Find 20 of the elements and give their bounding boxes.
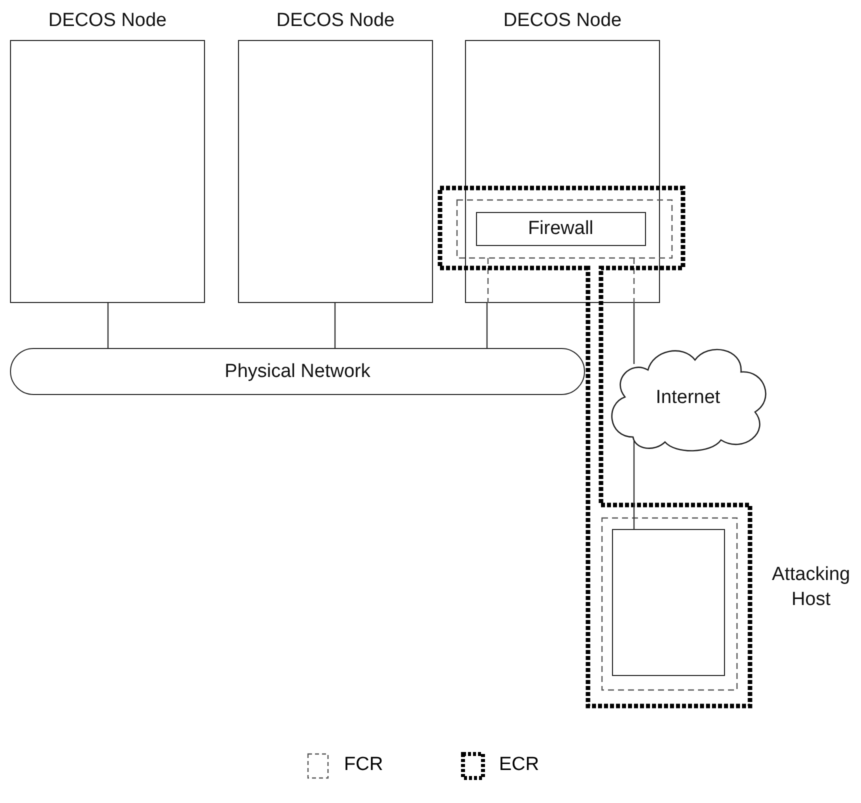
node-box [238,40,433,303]
connector-line [633,441,635,529]
legend-label: ECR [499,754,540,776]
node-label: Internet [656,387,720,409]
connector-line [107,303,109,348]
node-heading: DECOS Node [47,10,168,32]
node-box [465,40,660,303]
node-box [10,40,205,303]
host-box [612,529,725,676]
network-band [10,348,585,395]
connector-line [334,303,336,348]
node-label: Firewall [528,218,594,240]
connector-line [633,303,635,364]
node-label: Attacking Host [770,563,852,612]
connector-line [486,303,488,348]
node-heading: DECOS Node [275,10,396,32]
firewall-box [476,212,646,246]
node-heading: DECOS Node [502,10,623,32]
legend-label: FCR [344,754,384,776]
node-label: Physical Network [224,360,370,382]
